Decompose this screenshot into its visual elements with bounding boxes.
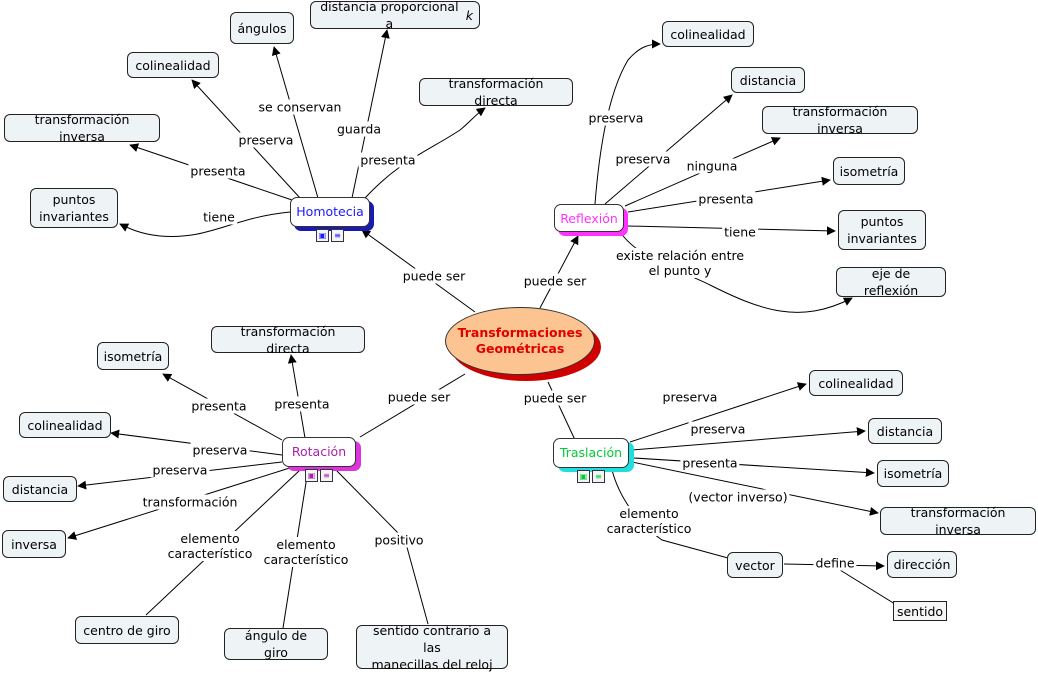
- node-isometria[interactable]: isometría: [97, 342, 169, 370]
- image-icon[interactable]: ▣: [577, 470, 590, 483]
- link-label: se conservan: [256, 99, 344, 115]
- link-label: presenta: [680, 455, 740, 471]
- node-isometria[interactable]: isometría: [833, 157, 905, 185]
- node-distancia[interactable]: distancia: [3, 476, 77, 502]
- link-label: preserva: [586, 110, 646, 126]
- link-label: tiene: [201, 209, 237, 225]
- link-label: puede ser: [385, 389, 453, 405]
- node-colinealidad[interactable]: colinealidad: [809, 370, 903, 396]
- link-label: presenta: [189, 398, 249, 414]
- document-icon[interactable]: ≡: [331, 229, 344, 242]
- link-label: (vector inverso): [686, 489, 790, 505]
- node-text: distancia proporcional a: [320, 0, 459, 31]
- link-label: existe relación entre el punto y: [613, 248, 747, 278]
- link-label: presenta: [188, 163, 248, 179]
- link-label: presenta: [272, 396, 332, 412]
- node-isometria[interactable]: isometría: [877, 460, 949, 487]
- link-label: elemento característico: [604, 506, 694, 536]
- link-label: preserva: [236, 132, 296, 148]
- link-label: presenta: [696, 191, 756, 207]
- link-label: elemento característico: [261, 537, 351, 567]
- node-colinealidad[interactable]: colinealidad: [662, 21, 754, 47]
- node-centro-de-giro[interactable]: centro de giro: [75, 616, 179, 644]
- link-label: elemento característico: [165, 531, 255, 561]
- link-label: positivo: [372, 532, 426, 548]
- link-label: guarda: [334, 121, 384, 137]
- center-node[interactable]: Transformaciones Geométricas: [445, 307, 595, 375]
- link-label: tiene: [722, 224, 758, 240]
- node-angulos[interactable]: ángulos: [230, 12, 294, 44]
- node-direccion[interactable]: dirección: [887, 551, 957, 578]
- node-puntos-invariantes[interactable]: puntos invariantes: [838, 210, 926, 250]
- node-colinealidad[interactable]: colinealidad: [19, 412, 111, 438]
- concept-label: Homotecia: [296, 204, 364, 219]
- concept-label: Traslación: [559, 445, 623, 460]
- node-inversa[interactable]: inversa: [2, 530, 66, 558]
- link-label: presenta: [358, 152, 418, 168]
- link-label: preserva: [688, 421, 748, 437]
- concept-label: Rotación: [291, 444, 347, 459]
- link-label: puede ser: [521, 390, 589, 406]
- document-icon[interactable]: ≡: [320, 469, 333, 482]
- link-label: puede ser: [400, 268, 468, 284]
- node-transformacion-inversa[interactable]: transformación inversa: [880, 505, 1036, 537]
- concept-traslacion[interactable]: Traslación ▣≡: [553, 438, 629, 483]
- link-label: define: [813, 555, 857, 571]
- node-distancia-proporcional[interactable]: distancia proporcional a k: [310, 0, 480, 31]
- image-icon[interactable]: ▣: [316, 229, 329, 242]
- concept-rotacion[interactable]: Rotación ▣≡: [282, 437, 356, 482]
- link-label: preserva: [660, 389, 720, 405]
- link-label: preserva: [613, 151, 673, 167]
- node-sentido[interactable]: sentido: [893, 601, 947, 621]
- node-transformacion-directa[interactable]: transformación directa: [419, 76, 573, 108]
- node-puntos-invariantes[interactable]: puntos invariantes: [30, 188, 118, 228]
- node-vector[interactable]: vector: [727, 552, 783, 578]
- document-icon[interactable]: ≡: [592, 470, 605, 483]
- link-label: ninguna: [684, 158, 740, 174]
- concept-homotecia[interactable]: Homotecia ▣≡: [290, 197, 370, 242]
- node-eje-reflexion[interactable]: eje de reflexión: [836, 266, 946, 298]
- node-angulo-de-giro[interactable]: ángulo de giro: [224, 628, 328, 660]
- node-colinealidad[interactable]: colinealidad: [127, 52, 219, 78]
- image-icon[interactable]: ▣: [305, 469, 318, 482]
- node-distancia[interactable]: distancia: [731, 67, 805, 93]
- concept-reflexion[interactable]: Reflexión: [554, 204, 624, 232]
- link-label: puede ser: [521, 273, 589, 289]
- k-symbol: k: [465, 7, 473, 23]
- link-label: preserva: [190, 442, 250, 458]
- node-sentido-contrario[interactable]: sentido contrario a las manecillas del r…: [356, 623, 508, 672]
- node-transformacion-inversa[interactable]: transformación inversa: [762, 104, 918, 136]
- concept-label: Reflexión: [560, 211, 618, 226]
- link-label: transformación: [140, 494, 240, 510]
- node-transformacion-inversa[interactable]: transformación inversa: [4, 112, 160, 144]
- node-transformacion-directa[interactable]: transformación directa: [211, 324, 365, 356]
- link-label: preserva: [150, 462, 210, 478]
- node-distancia[interactable]: distancia: [868, 418, 942, 444]
